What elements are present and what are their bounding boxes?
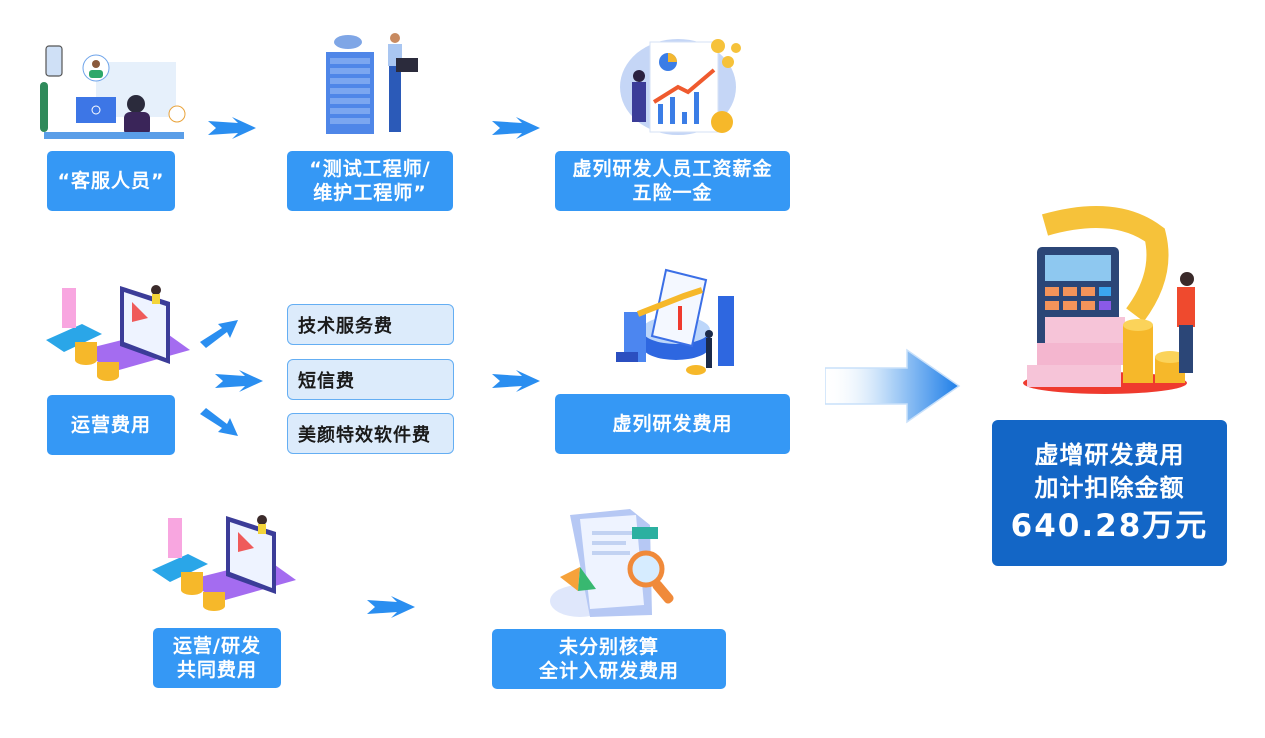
shared-costs-label-line1: 运营/研发 [173, 635, 261, 657]
salary-label-line1: 虚列研发人员工资薪金 [572, 158, 773, 180]
operating-costs-box: 运营费用 [47, 395, 175, 455]
fake-rd-costs-label: 虚列研发费用 [612, 413, 733, 435]
sub-item-tech-service: 技术服务费 [287, 304, 454, 345]
salary-label-line2: 五险一金 [632, 182, 713, 204]
engineers-label-line1: “测试工程师/ [309, 158, 431, 180]
engineers-label-line2: 维护工程师” [313, 182, 427, 204]
big-arrow-right-icon [825, 348, 961, 424]
calculator-money-illustration [1015, 205, 1215, 395]
server-engineer-illustration [318, 30, 428, 140]
operations-dashboard-illustration [42, 280, 190, 386]
growth-chart-illustration [606, 266, 756, 386]
arrow-right-icon [492, 117, 540, 139]
finance-chart-illustration [618, 32, 748, 138]
fake-rd-costs-box: 虚列研发费用 [555, 394, 790, 454]
arrow-right-icon [492, 370, 540, 392]
sub-item-label: 美颜特效软件费 [298, 424, 431, 446]
shared-costs-box: 运营/研发 共同费用 [153, 628, 281, 688]
arrow-right-icon [367, 596, 415, 618]
sub-item-label: 技术服务费 [298, 315, 393, 337]
sub-item-beauty-software: 美颜特效软件费 [287, 413, 454, 454]
unallocated-box: 未分别核算 全计入研发费用 [492, 629, 726, 689]
operating-costs-label: 运营费用 [70, 414, 151, 436]
customer-service-box: “客服人员” [47, 151, 175, 211]
unallocated-label-line2: 全计入研发费用 [538, 660, 679, 682]
engineers-box: “测试工程师/ 维护工程师” [287, 151, 453, 211]
sub-item-label: 短信费 [298, 370, 355, 392]
deduction-amount: 640.28万元 [1010, 508, 1209, 544]
customer-service-illustration [36, 42, 186, 142]
sub-item-sms: 短信费 [287, 359, 454, 400]
arrow-up-right-icon [200, 320, 238, 348]
operations-dashboard-illustration-2 [148, 510, 296, 616]
deduction-label-line2: 加计扣除金额 [1034, 474, 1185, 502]
shared-costs-label-line2: 共同费用 [176, 659, 257, 681]
arrow-down-right-icon [200, 408, 238, 436]
customer-service-label: “客服人员” [57, 170, 165, 192]
audit-document-illustration [540, 505, 700, 625]
deduction-amount-box: 虚增研发费用 加计扣除金额 640.28万元 [992, 420, 1227, 566]
arrow-right-icon [208, 117, 256, 139]
deduction-label-line1: 虚增研发费用 [1034, 441, 1185, 469]
salary-box: 虚列研发人员工资薪金 五险一金 [555, 151, 790, 211]
unallocated-label-line1: 未分别核算 [558, 636, 659, 658]
arrow-right-icon [215, 370, 263, 392]
